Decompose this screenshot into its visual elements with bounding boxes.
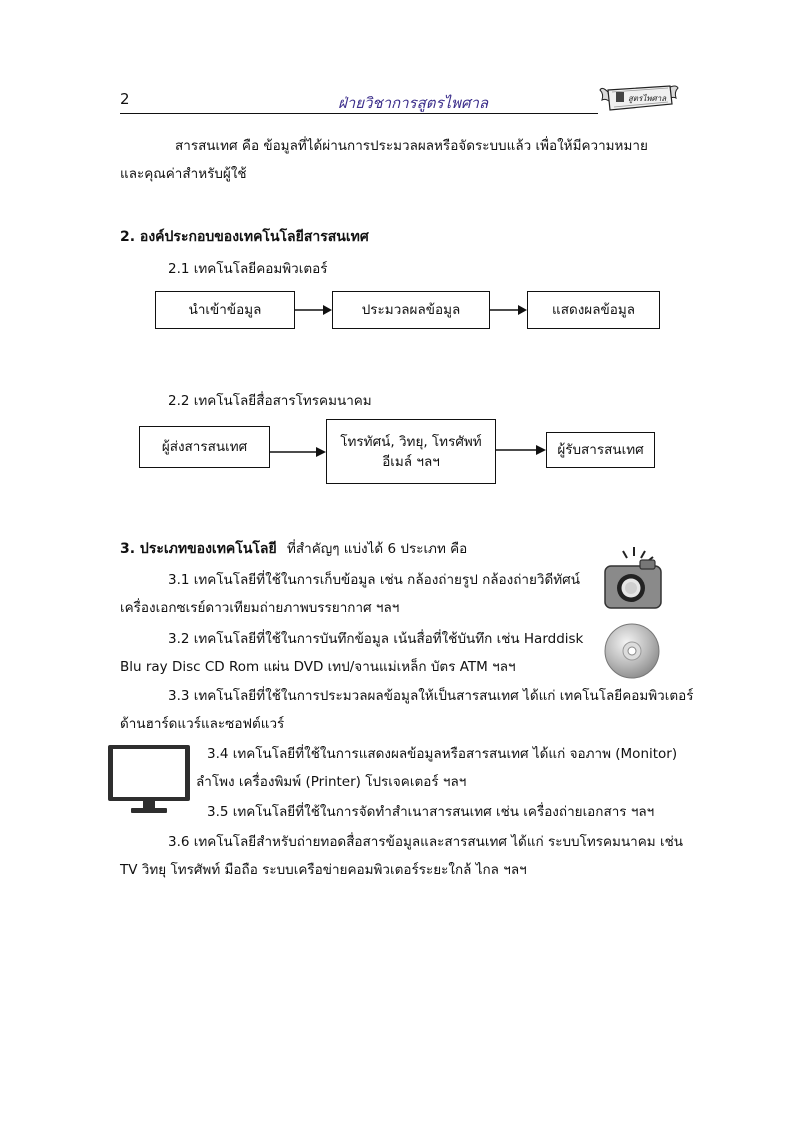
channel-line-2: อีเมล์ ฯลฯ: [382, 453, 440, 470]
scroll-logo-icon: สูตรไพศาล: [598, 80, 680, 116]
page-number: 2: [120, 90, 130, 108]
item-3-1-line-1: 3.1 เทคโนโลยีที่ใช้ในการเก็บข้อมูล เช่น …: [168, 572, 580, 588]
arrow-input-to-process: [294, 305, 332, 315]
sender-label: ผู้ส่งสารสนเทศ: [161, 439, 248, 455]
arrow-channel-to-receiver: [495, 445, 546, 455]
flow-process-box: ประมวลผลข้อมูล: [332, 291, 490, 329]
sub-2-1-title: 2.1 เทคโนโลยีคอมพิวเตอร์: [168, 261, 328, 277]
item-3-2-line-2: Blu ray Disc CD Rom แผ่น DVD เทป/จานแม่เ…: [120, 659, 516, 675]
item-3-2-line-1: 3.2 เทคโนโลยีที่ใช้ในการบันทึกข้อมูล เน้…: [168, 631, 584, 647]
item-3-4-line-2: ลำโพง เครื่องพิมพ์ (Printer) โปรเจคเตอร์…: [196, 774, 467, 790]
header-title: ฝ่ายวิชาการสูตรไพศาล: [338, 94, 489, 112]
channel-line-1: โทรทัศน์, วิทยุ, โทรศัพท์: [340, 433, 482, 450]
item-3-6-line-1: 3.6 เทคโนโลยีสำหรับถ่ายทอดสื่อสารข้อมูลแ…: [168, 834, 683, 850]
monitor-icon: [106, 743, 192, 815]
arrow-process-to-output: [489, 305, 527, 315]
arrow-sender-to-channel: [269, 447, 326, 457]
flow-input-box: นำเข้าข้อมูล: [155, 291, 295, 329]
section-2-title: 2. องค์ประกอบของเทคโนโลยีสารสนเทศ: [120, 229, 369, 245]
sub-2-2-title: 2.2 เทคโนโลยีสื่อสารโทรคมนาคม: [168, 393, 372, 409]
section-3-title-rest: ที่สำคัญๆ แบ่งได้ 6 ประเภท คือ: [286, 541, 468, 557]
section-3-title: 3. ประเภทของเทคโนโลยี ที่สำคัญๆ แบ่งได้ …: [120, 540, 467, 558]
flow-output-label: แสดงผลข้อมูล: [552, 302, 635, 318]
receiver-label: ผู้รับสารสนเทศ: [557, 442, 644, 458]
item-3-5-line-1: 3.5 เทคโนโลยีที่ใช้ในการจัดทำสำเนาสารสนเ…: [207, 804, 655, 820]
flow-process-label: ประมวลผลข้อมูล: [361, 302, 461, 318]
item-3-3-line-2: ด้านฮาร์ดแวร์และซอฟต์แวร์: [120, 716, 285, 732]
flow-output-box: แสดงผลข้อมูล: [527, 291, 660, 329]
item-3-4-line-1: 3.4 เทคโนโลยีที่ใช้ในการแสดงผลข้อมูลหรือ…: [207, 746, 678, 762]
intro-line-2: และคุณค่าสำหรับผู้ใช้: [120, 166, 247, 182]
channel-box: โทรทัศน์, วิทยุ, โทรศัพท์ อีเมล์ ฯลฯ: [326, 419, 496, 484]
flow-input-label: นำเข้าข้อมูล: [188, 302, 262, 318]
item-3-1-line-2: เครื่องเอกซเรย์ดาวเทียมถ่ายภาพบรรยากาศ ฯ…: [120, 600, 400, 616]
section-3-title-bold: 3. ประเภทของเทคโนโลยี: [120, 541, 277, 557]
header-rule: [120, 113, 598, 114]
sender-box: ผู้ส่งสารสนเทศ: [139, 426, 270, 468]
item-3-6-line-2: TV วิทยุ โทรศัพท์ มือถือ ระบบเครือข่ายคอ…: [120, 862, 527, 878]
camera-icon: [603, 545, 665, 609]
intro-line-1: สารสนเทศ คือ ข้อมูลที่ได้ผ่านการประมวลผล…: [175, 138, 648, 154]
logo-text: สูตรไพศาล: [628, 93, 667, 104]
receiver-box: ผู้รับสารสนเทศ: [546, 432, 655, 468]
disc-icon: [603, 622, 661, 680]
item-3-3-line-1: 3.3 เทคโนโลยีที่ใช้ในการประมวลผลข้อมูลให…: [168, 688, 694, 704]
